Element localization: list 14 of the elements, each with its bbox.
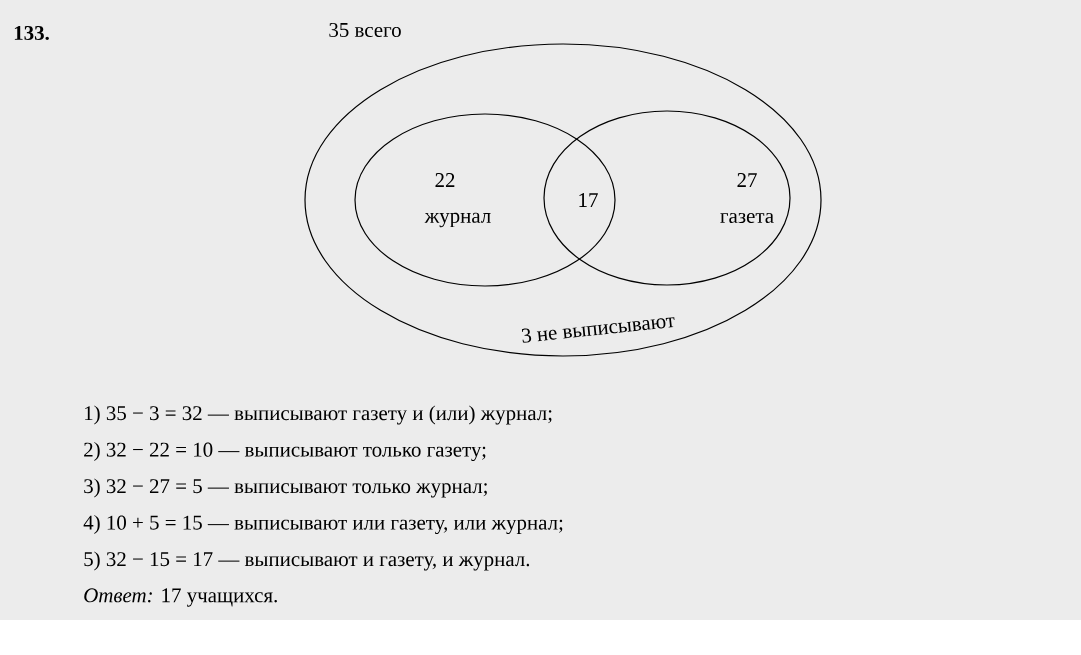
solution-line: 1) 35 − 3 = 32 — выписывают газету и (или) журнал; xyxy=(85,405,552,425)
set-label: 27 xyxy=(737,173,757,187)
set-label: журнал xyxy=(424,212,491,228)
solution-line: 4) 10 + 5 = 15 — выписывают или газету, или журнал; xyxy=(83,515,563,534)
problem-number: 133. xyxy=(14,25,49,41)
set-label: газета xyxy=(720,212,774,224)
solution-line: Ответ: 17 учащихся. xyxy=(84,588,277,607)
set-label: 35 всего xyxy=(329,22,401,37)
solution-line: 3) 32 − 27 = 5 — выписывают только журнал; xyxy=(84,478,487,498)
set-label: 22 xyxy=(435,173,455,187)
solution-line: 5) 32 − 15 = 17 — выписывают и газету, и журнал. xyxy=(84,551,530,571)
set-label: 3 не выписывают xyxy=(521,317,675,343)
count-label: 17 xyxy=(579,193,598,207)
solution-line: 2) 32 − 22 = 10 — выписывают только газету; xyxy=(84,442,486,461)
